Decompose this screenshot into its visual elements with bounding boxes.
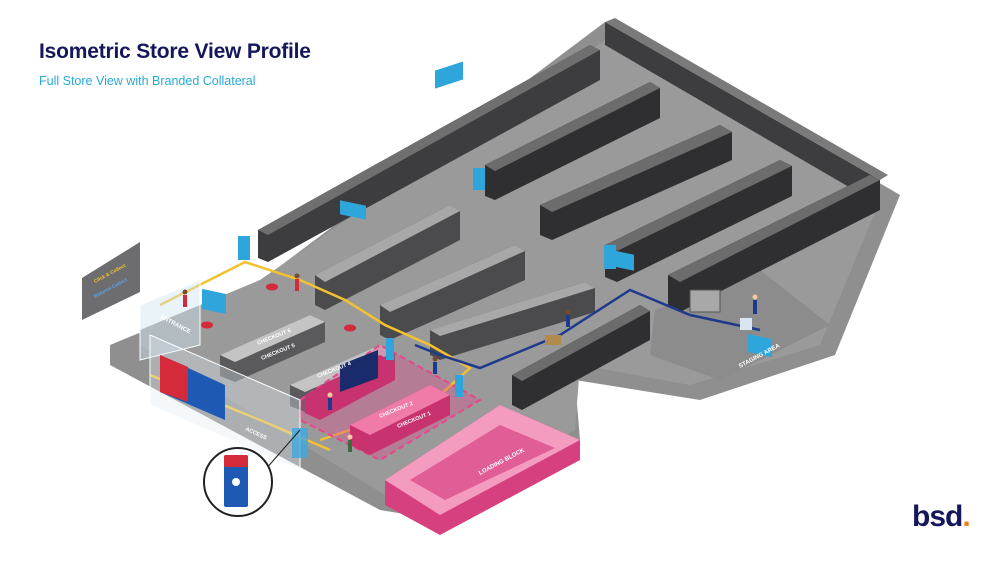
shelving-rows	[315, 82, 880, 410]
curbside-banner-red	[160, 355, 188, 402]
page-subtitle: Full Store View with Branded Collateral	[39, 74, 256, 88]
callout-sign-icon	[232, 478, 240, 486]
carts	[545, 289, 752, 345]
page-title: Isometric Store View Profile	[39, 40, 311, 63]
left-wall-top	[258, 45, 600, 235]
people	[182, 273, 758, 452]
back-wall-top	[605, 18, 888, 180]
callout-leader	[264, 429, 301, 471]
order-pickup-sign	[340, 350, 378, 392]
wall-sign	[82, 242, 140, 320]
logo-dot: .	[962, 500, 970, 533]
kiosk	[455, 375, 463, 397]
header: Isometric Store View Profile Full Store …	[39, 40, 311, 88]
glass-kiosk	[292, 428, 308, 458]
floor-decals	[201, 283, 356, 332]
logo-text: bsd	[912, 500, 963, 533]
loading-block-inner	[410, 425, 555, 500]
pickup-counter-1-top	[350, 385, 450, 435]
back-wall	[605, 22, 880, 205]
callout-sign-header	[224, 455, 248, 467]
hanging-signs	[202, 61, 772, 358]
kiosk	[386, 338, 394, 360]
bsd-logo: bsd.	[912, 500, 971, 534]
